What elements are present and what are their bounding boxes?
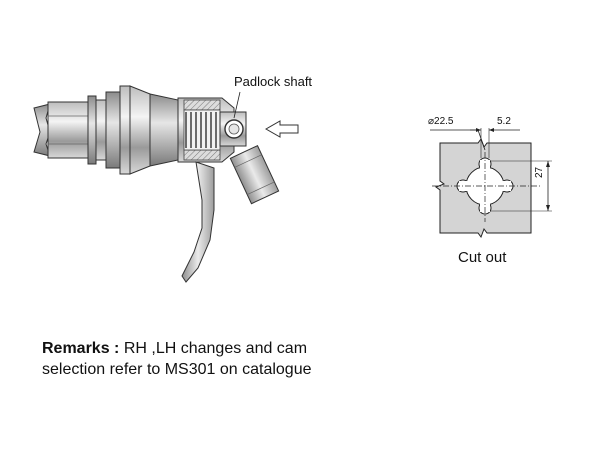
diameter-value: 22.5 <box>434 116 454 127</box>
remarks-line-1-text: RH ,LH changes and cam <box>123 340 308 357</box>
height-dimension: 27 <box>534 166 545 178</box>
diameter-dimension: ⌀22.5 <box>428 116 454 127</box>
diameter-symbol: ⌀ <box>428 116 435 127</box>
slot-width-dimension: 5.2 <box>497 116 511 127</box>
remarks-line-1: Remarks : RH ,LH changes and cam <box>42 338 312 359</box>
lock-body-drawing <box>33 85 280 283</box>
padlock-shaft-label: Padlock shaft <box>234 74 313 89</box>
cutout-caption: Cut out <box>458 249 507 266</box>
cutout-drawing <box>430 128 552 239</box>
remarks-block: Remarks : RH ,LH changes and cam selecti… <box>42 338 312 380</box>
padlock-shaft-arrow <box>264 120 299 138</box>
remarks-line-2: selection refer to MS301 on catalogue <box>42 361 312 378</box>
remarks-heading: Remarks : <box>42 340 120 357</box>
